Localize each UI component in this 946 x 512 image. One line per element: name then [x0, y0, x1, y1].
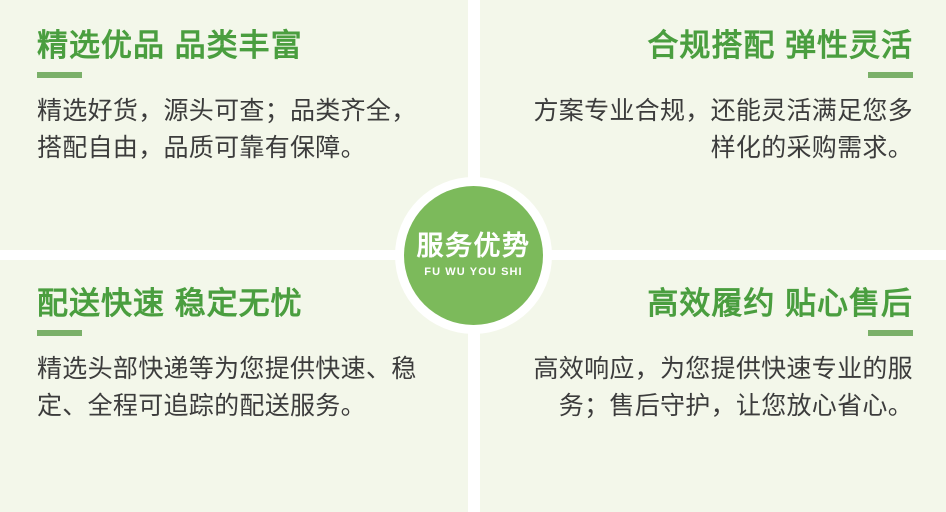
- panel-heading-compliant-flexible: 合规搭配 弹性灵活: [647, 28, 913, 63]
- panel-efficient-aftersales: 高效履约 贴心售后 高效响应，为您提供快速专业的服务；售后守护，让您放心省心。: [480, 260, 946, 512]
- panel-compliant-flexible: 合规搭配 弹性灵活 方案专业合规，还能灵活满足您多样化的采购需求。: [480, 0, 946, 250]
- medallion-title: 服务优势: [416, 231, 531, 261]
- panel-body-selected-quality: 精选好货，源头可查；品类齐全，搭配自由，品质可靠有保障。: [37, 97, 417, 162]
- panel-body-efficient-aftersales: 高效响应，为您提供快速专业的服务；售后守护，让您放心省心。: [533, 355, 913, 420]
- panel-content-selected-quality: 精选优品 品类丰富 精选好货，源头可查；品类齐全，搭配自由，品质可靠有保障。: [0, 28, 468, 166]
- medallion-subtitle: FU WU YOU SHI: [424, 266, 523, 278]
- panel-heading-fast-delivery: 配送快速 稳定无忧: [37, 286, 303, 321]
- panel-heading-selected-quality: 精选优品 品类丰富: [37, 28, 303, 63]
- heading-underline-bar: [37, 330, 82, 337]
- heading-underline-bar: [37, 72, 82, 79]
- panel-body-fast-delivery: 精选头部快递等为您提供快速、稳定、全程可追踪的配送服务。: [37, 355, 417, 420]
- heading-underline-bar: [868, 330, 913, 337]
- panel-content-compliant-flexible: 合规搭配 弹性灵活 方案专业合规，还能灵活满足您多样化的采购需求。: [480, 28, 946, 166]
- panel-content-efficient-aftersales: 高效履约 贴心售后 高效响应，为您提供快速专业的服务；售后守护，让您放心省心。: [480, 286, 946, 424]
- service-advantages-medallion: 服务优势 FU WU YOU SHI: [404, 186, 543, 325]
- panel-heading-efficient-aftersales: 高效履约 贴心售后: [647, 286, 913, 321]
- heading-underline-bar: [868, 72, 913, 79]
- panel-selected-quality: 精选优品 品类丰富 精选好货，源头可查；品类齐全，搭配自由，品质可靠有保障。: [0, 0, 468, 250]
- panel-content-fast-delivery: 配送快速 稳定无忧 精选头部快递等为您提供快速、稳定、全程可追踪的配送服务。: [0, 286, 468, 424]
- panel-fast-delivery: 配送快速 稳定无忧 精选头部快递等为您提供快速、稳定、全程可追踪的配送服务。: [0, 260, 468, 512]
- panel-body-compliant-flexible: 方案专业合规，还能灵活满足您多样化的采购需求。: [533, 97, 913, 162]
